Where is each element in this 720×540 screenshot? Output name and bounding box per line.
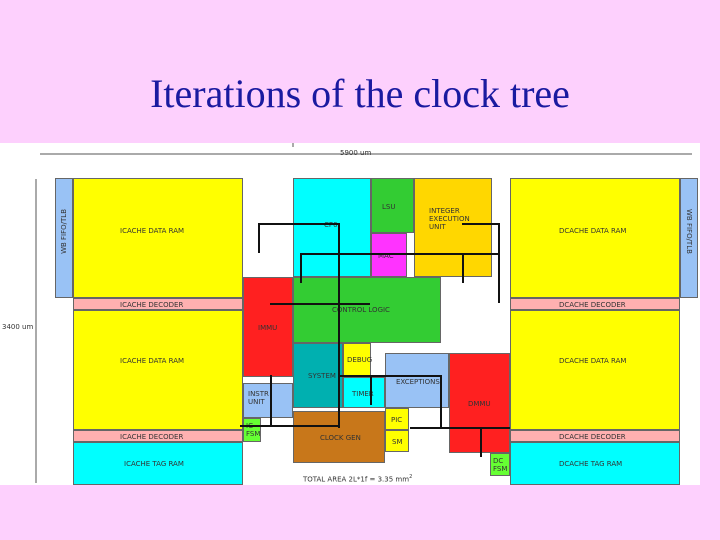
dcache-tag-ram: DCACHE TAG RAM bbox=[510, 442, 680, 485]
lsu-label: LSU bbox=[382, 203, 396, 211]
pic-block: PIC bbox=[385, 408, 409, 430]
dimension-lines bbox=[35, 143, 692, 483]
icache-data-ram-top-label: ICACHE DATA RAM bbox=[120, 227, 185, 235]
sm-block: SM bbox=[385, 430, 409, 452]
instr-unit-block: INSTR UNIT bbox=[243, 383, 293, 418]
dcache-decoder-bot-label: DCACHE DECODER bbox=[559, 433, 626, 441]
dc-fsm-label: DC FSM bbox=[493, 457, 508, 473]
clock-wire bbox=[410, 427, 510, 429]
width-dimension-label: 5900 um bbox=[340, 149, 372, 157]
icache-data-ram-mid: ICACHE DATA RAM bbox=[73, 310, 243, 430]
clock-wire bbox=[462, 253, 464, 283]
clock-gen-label: CLOCK GEN bbox=[320, 434, 361, 442]
debug-label: DEBUG bbox=[347, 356, 373, 364]
dcache-data-ram-top: DCACHE DATA RAM bbox=[510, 178, 680, 298]
wb-fifo-right-label: WB FIFO/TLB bbox=[685, 209, 693, 254]
clock-wire bbox=[340, 375, 440, 377]
height-dimension-label: 3400 um bbox=[2, 323, 34, 331]
wb-fifo-left: WB FIFO/TLB bbox=[55, 178, 73, 298]
ic-fsm-block: IC FSM bbox=[243, 418, 261, 442]
wb-fifo-left-label: WB FIFO/TLB bbox=[60, 209, 68, 254]
system-label: SYSTEM bbox=[308, 372, 336, 380]
clock-wire bbox=[498, 223, 500, 303]
icache-decoder-top: ICACHE DECODER bbox=[73, 298, 243, 310]
icache-decoder-top-label: ICACHE DECODER bbox=[120, 301, 184, 309]
lsu-block: LSU bbox=[371, 178, 414, 233]
icache-tag-ram-label: ICACHE TAG RAM bbox=[124, 460, 184, 468]
clock-wire bbox=[270, 303, 370, 305]
clock-wire bbox=[440, 375, 442, 427]
pic-label: PIC bbox=[391, 416, 403, 424]
immu-label: IMMU bbox=[258, 324, 278, 332]
control-logic-label: CONTROL LOGIC bbox=[332, 306, 390, 314]
floorplan: 5900 um 3400 um WB FIFO/TLB ICACHE DATA … bbox=[0, 143, 700, 485]
clock-wire bbox=[258, 223, 260, 253]
dcache-data-ram-mid-label: DCACHE DATA RAM bbox=[559, 357, 627, 365]
wb-fifo-right: WB FIFO/TLB bbox=[680, 178, 698, 298]
mac-block: MAC bbox=[371, 233, 407, 277]
dmmu-block: DMMU bbox=[449, 353, 510, 453]
clock-wire bbox=[300, 253, 500, 255]
icache-decoder-bot-label: ICACHE DECODER bbox=[120, 433, 184, 441]
clock-wire bbox=[370, 375, 372, 405]
icache-tag-ram: ICACHE TAG RAM bbox=[73, 442, 243, 485]
timer-block: TIMER bbox=[343, 377, 385, 408]
dcache-decoder-bot: DCACHE DECODER bbox=[510, 430, 680, 442]
clock-wire bbox=[270, 375, 272, 425]
clock-wire bbox=[338, 223, 340, 303]
dc-fsm-block: DC FSM bbox=[490, 453, 510, 476]
instr-unit-label: INSTR UNIT bbox=[248, 390, 269, 406]
immu-block: IMMU bbox=[243, 277, 293, 377]
icache-data-ram-mid-label: ICACHE DATA RAM bbox=[120, 357, 185, 365]
exceptions-label: EXCEPTIONS bbox=[396, 378, 440, 386]
dcache-data-ram-mid: DCACHE DATA RAM bbox=[510, 310, 680, 430]
clock-wire bbox=[300, 253, 302, 283]
timer-label: TIMER bbox=[352, 390, 374, 398]
dcache-tag-ram-label: DCACHE TAG RAM bbox=[559, 460, 623, 468]
cp0-block: CP0 bbox=[293, 178, 371, 277]
clock-wire bbox=[240, 425, 340, 427]
dcache-data-ram-top-label: DCACHE DATA RAM bbox=[559, 227, 627, 235]
system-block: SYSTEM bbox=[293, 343, 343, 408]
dcache-decoder-top-label: DCACHE DECODER bbox=[559, 301, 626, 309]
total-area-label: TOTAL AREA 2L*1f = 3.35 mm2 bbox=[303, 473, 412, 483]
integer-execution-unit: INTEGER EXECUTION UNIT bbox=[414, 178, 492, 277]
clock-wire bbox=[258, 223, 338, 225]
dcache-decoder-top: DCACHE DECODER bbox=[510, 298, 680, 310]
total-area-superscript: 2 bbox=[409, 474, 413, 480]
integer-execution-unit-label: INTEGER EXECUTION UNIT bbox=[429, 207, 470, 231]
icache-decoder-bot: ICACHE DECODER bbox=[73, 430, 243, 442]
mac-label: MAC bbox=[378, 252, 394, 260]
dmmu-label: DMMU bbox=[468, 400, 491, 408]
icache-data-ram-top: ICACHE DATA RAM bbox=[73, 178, 243, 298]
control-logic-block: CONTROL LOGIC bbox=[293, 277, 441, 343]
clock-wire bbox=[338, 303, 340, 428]
exceptions-block: EXCEPTIONS bbox=[385, 353, 449, 408]
clock-wire bbox=[462, 223, 498, 225]
slide-title: Iterations of the clock tree bbox=[150, 71, 570, 116]
clock-wire bbox=[480, 427, 482, 457]
cp0-label: CP0 bbox=[324, 221, 338, 229]
total-area-text: TOTAL AREA 2L*1f = 3.35 mm bbox=[303, 475, 410, 484]
sm-label: SM bbox=[392, 438, 403, 446]
debug-block: DEBUG bbox=[343, 343, 373, 377]
